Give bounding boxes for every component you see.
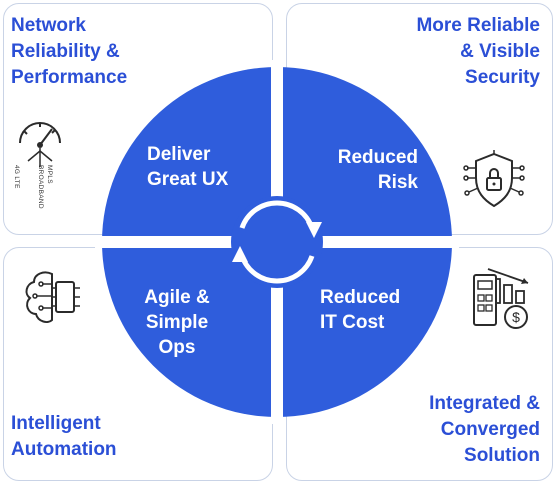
quadrant-agile-simple-ops: Agile & Simple Ops <box>144 287 210 358</box>
brain-chip-icon <box>25 271 80 323</box>
cycle-arrows-icon <box>231 196 323 288</box>
quadrant-reduced-risk: Reduced Risk <box>337 147 418 193</box>
gauge-label-broadband: BROADBAND <box>37 165 44 209</box>
panel-title-integrated-solution: Integrated & Converged Solution <box>429 393 540 466</box>
security-shield-lock-icon <box>463 150 525 208</box>
panel-title-security: More Reliable & Visible Security <box>416 15 540 88</box>
quadrant-reduced-it-cost: Reduced IT Cost <box>320 287 401 333</box>
network-gauge-icon <box>19 122 61 167</box>
panel-title-intelligent-automation: Intelligent Automation <box>11 413 117 460</box>
quadrant-deliver-great-ux: Deliver Great UX <box>147 144 229 190</box>
cost-reduction-chart-icon: $ <box>473 268 529 329</box>
gauge-label-mpls: MPLS <box>46 165 53 184</box>
gauge-label-lte: 4G LTE <box>13 165 20 189</box>
panel-title-network-reliability: Network Reliability & Performance <box>11 15 128 88</box>
svg-text:$: $ <box>512 309 520 325</box>
